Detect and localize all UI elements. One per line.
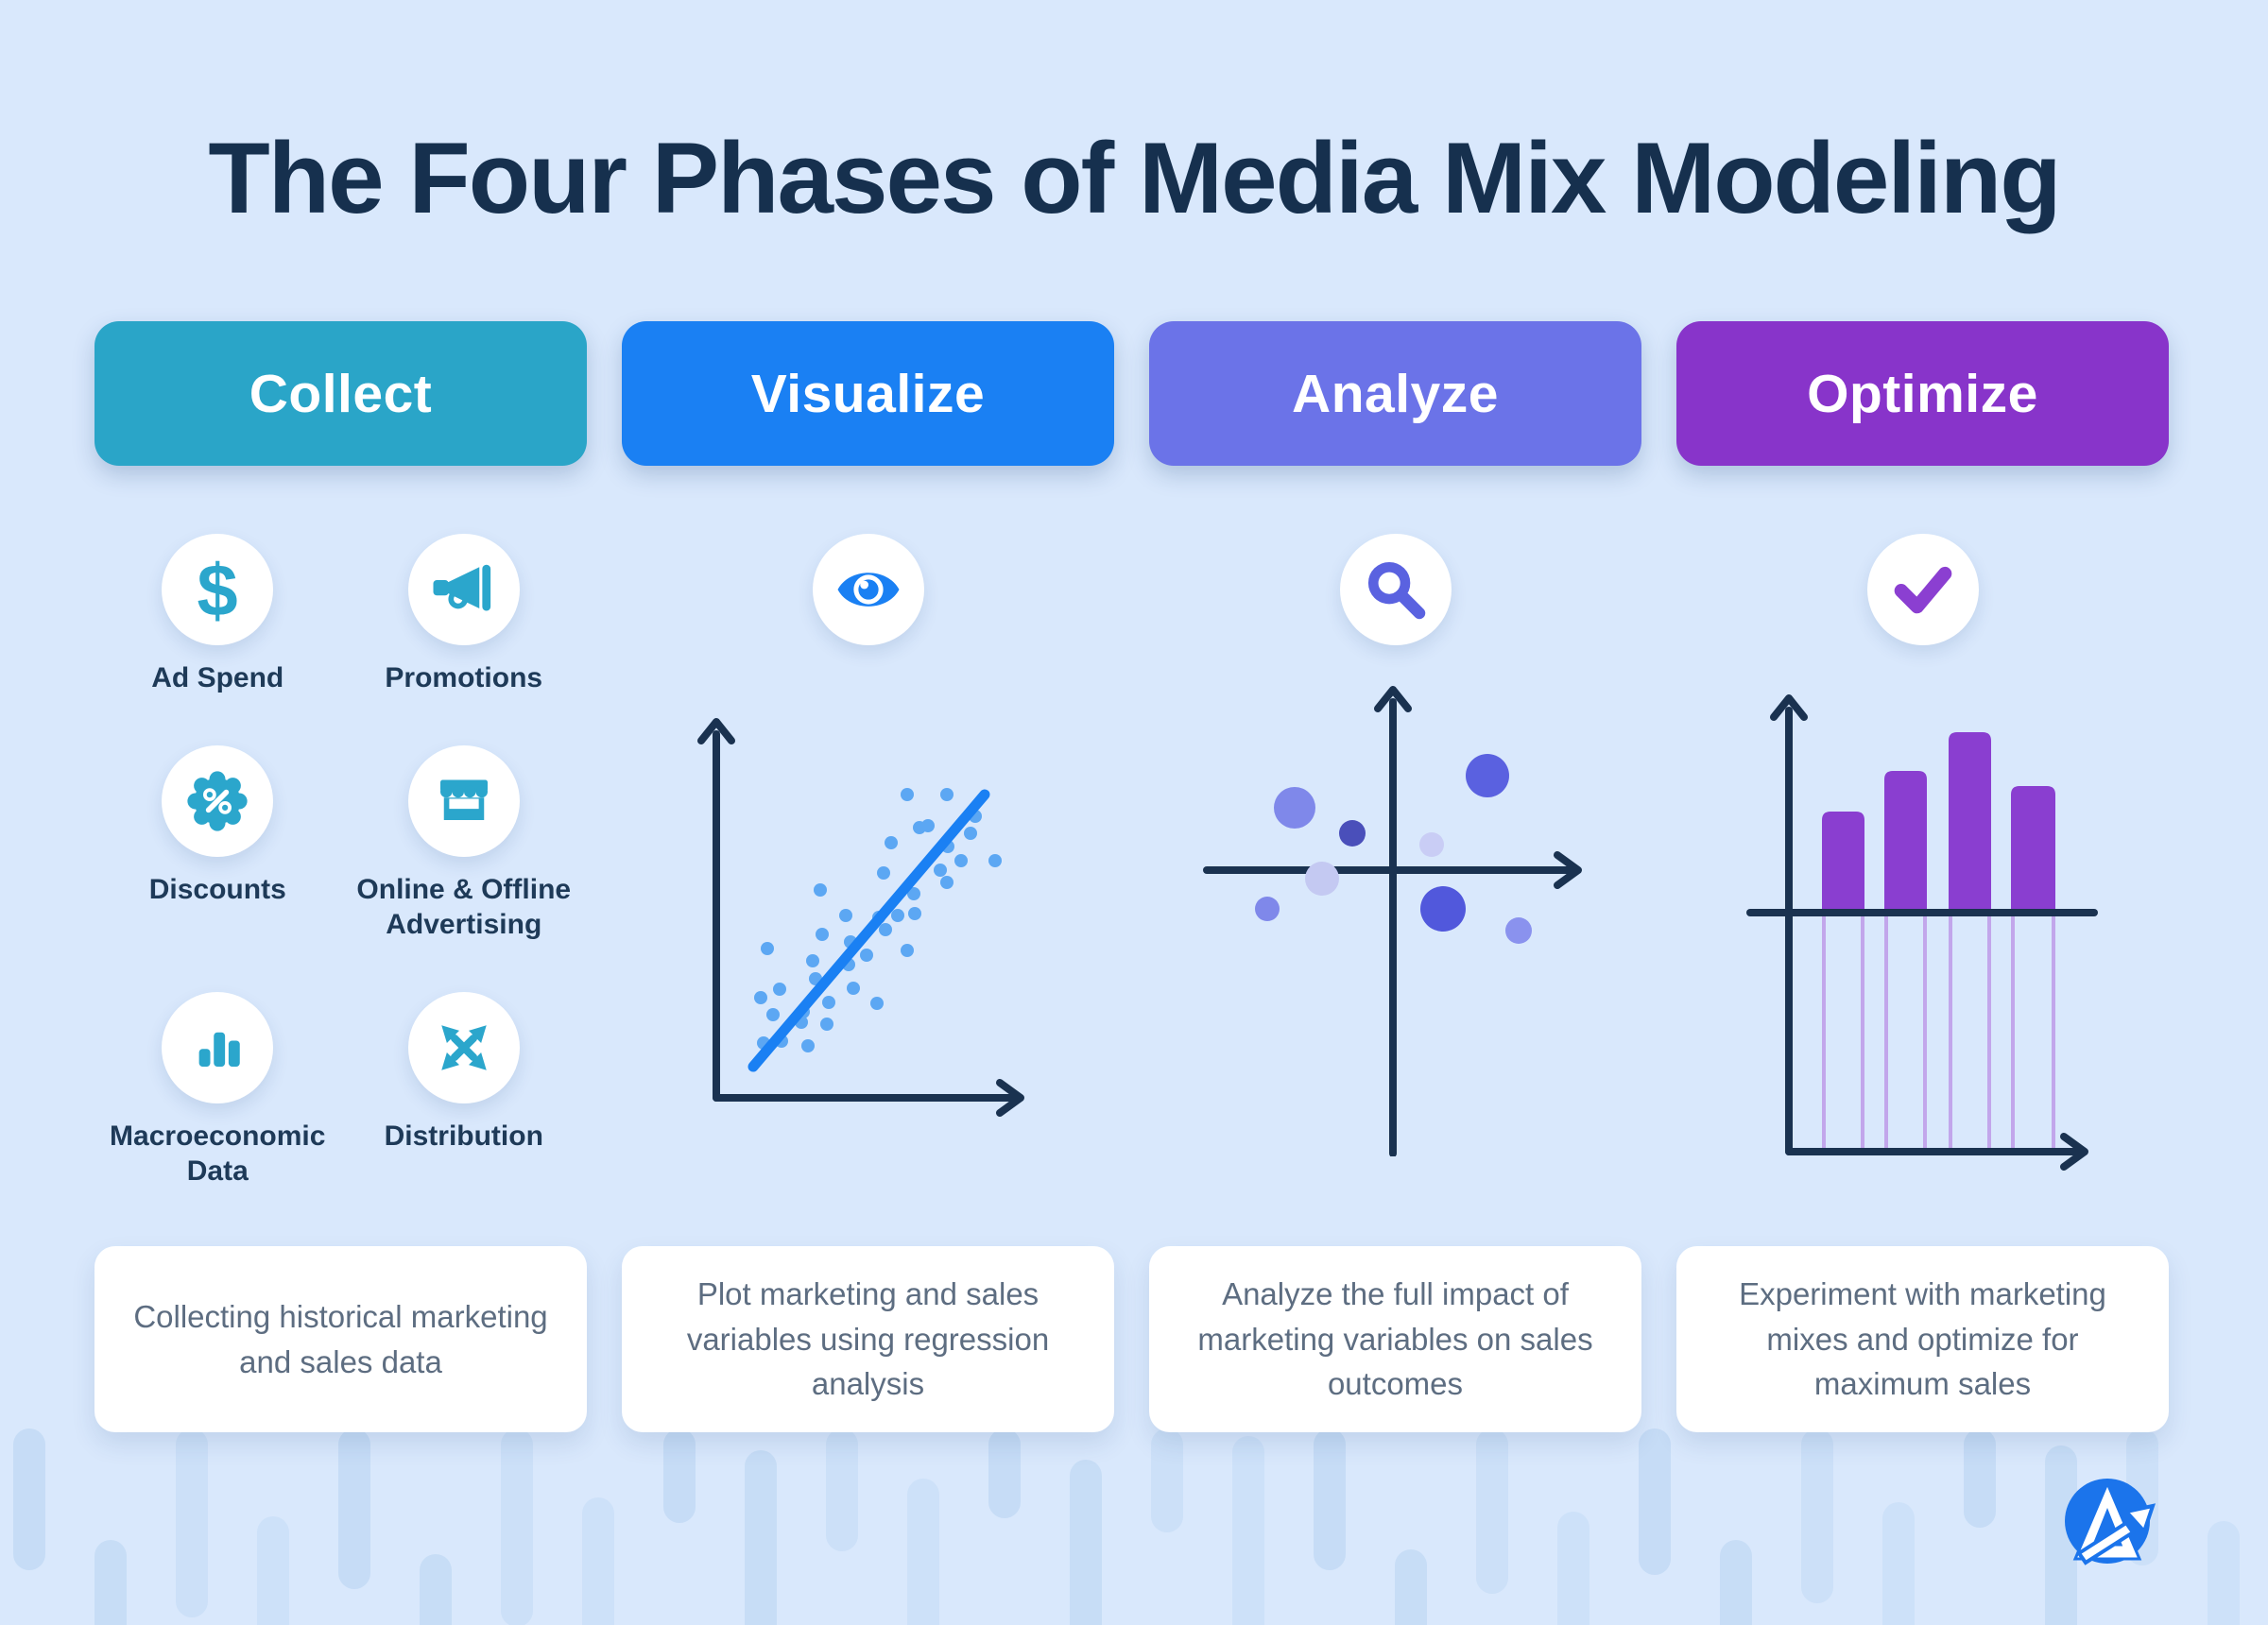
svg-text:$: $ bbox=[198, 552, 238, 627]
phase-button-label: Collect bbox=[249, 363, 433, 424]
collect-item-discounts: Discounts bbox=[94, 744, 341, 943]
column-collect: Collect $ Ad Spend bbox=[94, 321, 587, 1189]
collect-item-ad-spend: $ Ad Spend bbox=[94, 534, 341, 696]
optimized-bar-chart bbox=[1746, 694, 2098, 1171]
promotions-icon-circle bbox=[407, 534, 520, 645]
optimize-icon-circle bbox=[1866, 534, 1979, 645]
collect-item-label: Promotions bbox=[385, 662, 543, 693]
page-title: The Four Phases of Media Mix Modeling bbox=[208, 121, 2061, 234]
x-axis-arrow bbox=[996, 1079, 1024, 1117]
distribution-icon-circle bbox=[407, 991, 520, 1103]
bar-series bbox=[1746, 732, 2098, 1148]
x-axis-arrow bbox=[1554, 851, 1582, 889]
phase-button-label: Visualize bbox=[750, 363, 986, 424]
x-axis-arrow bbox=[2060, 1133, 2088, 1171]
regression-scatter-chart bbox=[697, 718, 1024, 1117]
cross-arrows-icon bbox=[441, 1024, 487, 1070]
collect-description-card: Collecting historical marketing and sale… bbox=[94, 1246, 587, 1432]
eye-icon bbox=[837, 573, 899, 607]
column-analyze: Analyze bbox=[1149, 321, 1641, 1189]
y-axis-arrow bbox=[1770, 694, 1808, 721]
ad-spend-icon-circle: $ bbox=[162, 534, 274, 645]
visualize-description-card: Plot marketing and sales variables using… bbox=[622, 1246, 1114, 1432]
phase-button-label: Optimize bbox=[1807, 363, 2038, 424]
collect-item-label: Online & Offline Advertising bbox=[356, 873, 572, 941]
column-visualize: Visualize bbox=[622, 321, 1114, 1189]
analyze-description-card: Analyze the full impact of marketing var… bbox=[1149, 1246, 1641, 1432]
check-icon bbox=[1894, 566, 1951, 614]
optimize-description-card: Experiment with marketing mixes and opti… bbox=[1676, 1246, 2169, 1432]
collect-item-distribution: Distribution bbox=[341, 991, 588, 1189]
description-cards: Collecting historical marketing and sale… bbox=[94, 1246, 2169, 1432]
dollar-icon: $ bbox=[198, 552, 238, 627]
collect-items-grid: $ Ad Spend Promotions bbox=[94, 534, 587, 1189]
collect-item-label: Distribution bbox=[384, 1120, 543, 1152]
collect-item-label: Discounts bbox=[148, 873, 286, 905]
collect-item-macroeconomic: Macroeconomic Data bbox=[94, 991, 341, 1189]
phase-button-visualize[interactable]: Visualize bbox=[622, 321, 1114, 466]
phase-button-label: Analyze bbox=[1292, 363, 1499, 424]
y-axis-arrow bbox=[697, 718, 735, 744]
collect-item-label: Macroeconomic Data bbox=[110, 1120, 326, 1188]
discount-percent-icon bbox=[187, 770, 248, 831]
phase-columns: Collect $ Ad Spend bbox=[94, 321, 2169, 1189]
analyze-icon-circle bbox=[1339, 534, 1452, 645]
column-optimize: Optimize bbox=[1676, 321, 2169, 1189]
advertising-icon-circle bbox=[407, 744, 520, 857]
macro-data-icon-circle bbox=[162, 991, 274, 1103]
scatter-points bbox=[747, 788, 1002, 1072]
discounts-icon-circle bbox=[162, 744, 274, 857]
phase-button-collect[interactable]: Collect bbox=[94, 321, 587, 466]
bar-chart-icon bbox=[198, 1032, 240, 1067]
collect-item-promotions: Promotions bbox=[341, 534, 588, 696]
visualize-icon-circle bbox=[812, 534, 924, 645]
megaphone-icon bbox=[433, 564, 490, 611]
y-axis-arrow bbox=[1374, 686, 1412, 712]
storefront-icon bbox=[439, 779, 488, 820]
bubble-points bbox=[1255, 754, 1532, 944]
magnifier-icon bbox=[1367, 561, 1425, 620]
quadrant-bubble-chart bbox=[1203, 686, 1582, 1156]
phase-button-optimize[interactable]: Optimize bbox=[1676, 321, 2169, 466]
collect-item-online-offline: Online & Offline Advertising bbox=[341, 744, 588, 943]
agency-analytics-logo[interactable] bbox=[2049, 1466, 2174, 1591]
phase-button-analyze[interactable]: Analyze bbox=[1149, 321, 1641, 466]
collect-item-label: Ad Spend bbox=[151, 662, 284, 693]
